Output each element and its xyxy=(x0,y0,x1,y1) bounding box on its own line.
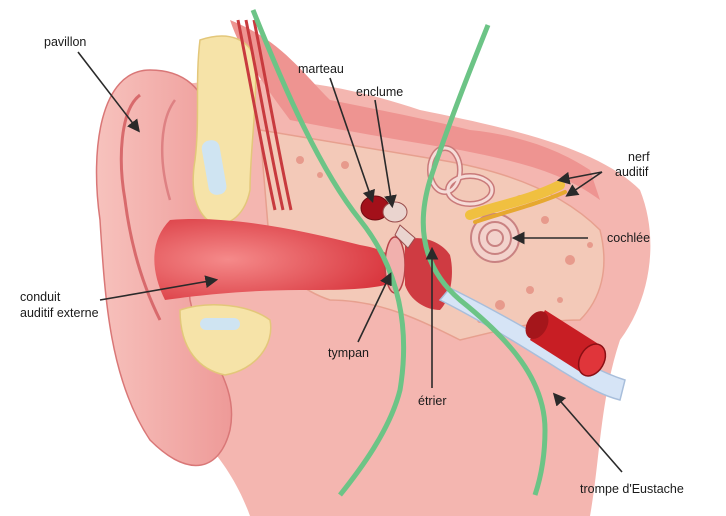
label-tympan: tympan xyxy=(328,346,369,361)
label-cochlee: cochlée xyxy=(607,231,650,246)
label-nerf-line1: nerf xyxy=(628,150,650,165)
label-nerf-line2: auditif xyxy=(615,165,648,180)
label-conduit-line2: auditif externe xyxy=(20,306,99,321)
label-trompe: trompe d'Eustache xyxy=(580,482,684,497)
incus xyxy=(383,202,407,222)
label-conduit-line1: conduit xyxy=(20,290,60,305)
label-marteau: marteau xyxy=(298,62,344,77)
label-enclume: enclume xyxy=(356,85,403,100)
label-etrier: étrier xyxy=(418,394,446,409)
label-pavillon: pavillon xyxy=(44,35,86,50)
